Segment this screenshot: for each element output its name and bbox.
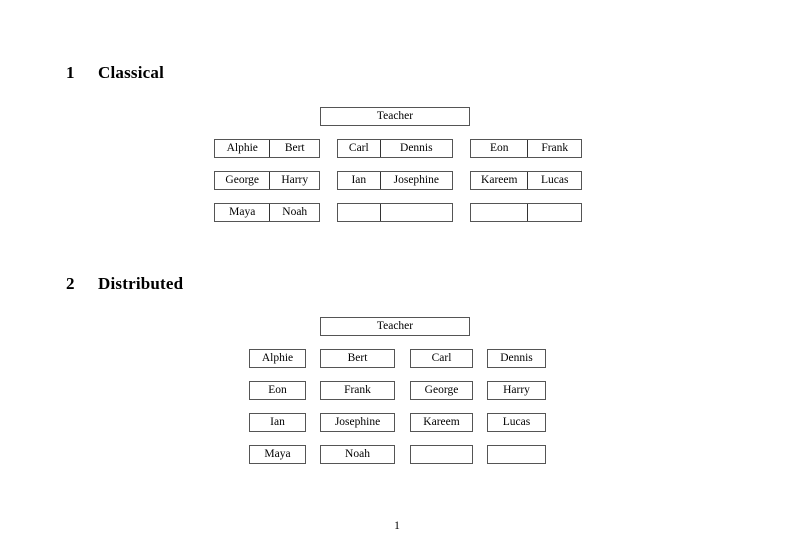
name-cell: Kareem <box>481 174 518 186</box>
table-row: Maya Noah <box>214 203 320 222</box>
table-row: George Harry <box>214 171 320 190</box>
section-title: Distributed <box>98 274 184 293</box>
name-box: Frank <box>320 381 395 400</box>
table-row: Carl Dennis <box>337 139 453 158</box>
name-box: Maya <box>249 445 306 464</box>
table-row-empty <box>337 203 453 222</box>
name-cell: George <box>225 174 260 186</box>
name-box: Josephine <box>320 413 395 432</box>
page-number: 1 <box>394 520 400 532</box>
name-cell: Maya <box>229 206 256 218</box>
name-cell: Alphie <box>226 142 258 154</box>
name-cell: Ian <box>351 174 367 186</box>
name-cell: Carl <box>348 142 369 154</box>
name-box: Harry <box>487 381 546 400</box>
name-box: Noah <box>320 445 395 464</box>
teacher-box-distributed: Teacher <box>320 317 470 336</box>
name-cell: Noah <box>269 204 319 221</box>
name-cell: Dennis <box>379 140 452 157</box>
name-cell: Lucas <box>527 172 581 189</box>
table-row: Ian Josephine <box>337 171 453 190</box>
name-box: Dennis <box>487 349 546 368</box>
name-cell: Josephine <box>379 172 452 189</box>
name-cell: Bert <box>269 140 319 157</box>
name-box: Bert <box>320 349 395 368</box>
table-row: Eon Frank <box>470 139 582 158</box>
table-row-empty <box>470 203 582 222</box>
table-row: Kareem Lucas <box>470 171 582 190</box>
name-cell-empty <box>379 204 452 221</box>
name-cell: Eon <box>489 142 509 154</box>
name-cell: Frank <box>527 140 581 157</box>
section-title: Classical <box>98 63 165 82</box>
name-box-empty <box>410 445 473 464</box>
section-heading-classical: 1 Classical <box>66 63 164 83</box>
section-number: 1 <box>66 63 75 82</box>
name-box: George <box>410 381 473 400</box>
name-box: Kareem <box>410 413 473 432</box>
table-row: Alphie Bert <box>214 139 320 158</box>
name-box-empty <box>487 445 546 464</box>
section-heading-distributed: 2 Distributed <box>66 274 183 294</box>
name-box: Eon <box>249 381 306 400</box>
name-cell: Harry <box>269 172 319 189</box>
section-number: 2 <box>66 274 75 293</box>
name-cell-empty <box>471 204 527 221</box>
name-box: Ian <box>249 413 306 432</box>
name-box: Carl <box>410 349 473 368</box>
name-box: Alphie <box>249 349 306 368</box>
name-box: Lucas <box>487 413 546 432</box>
name-cell-empty <box>338 204 380 221</box>
teacher-box-classical: Teacher <box>320 107 470 126</box>
name-cell-empty <box>527 204 581 221</box>
